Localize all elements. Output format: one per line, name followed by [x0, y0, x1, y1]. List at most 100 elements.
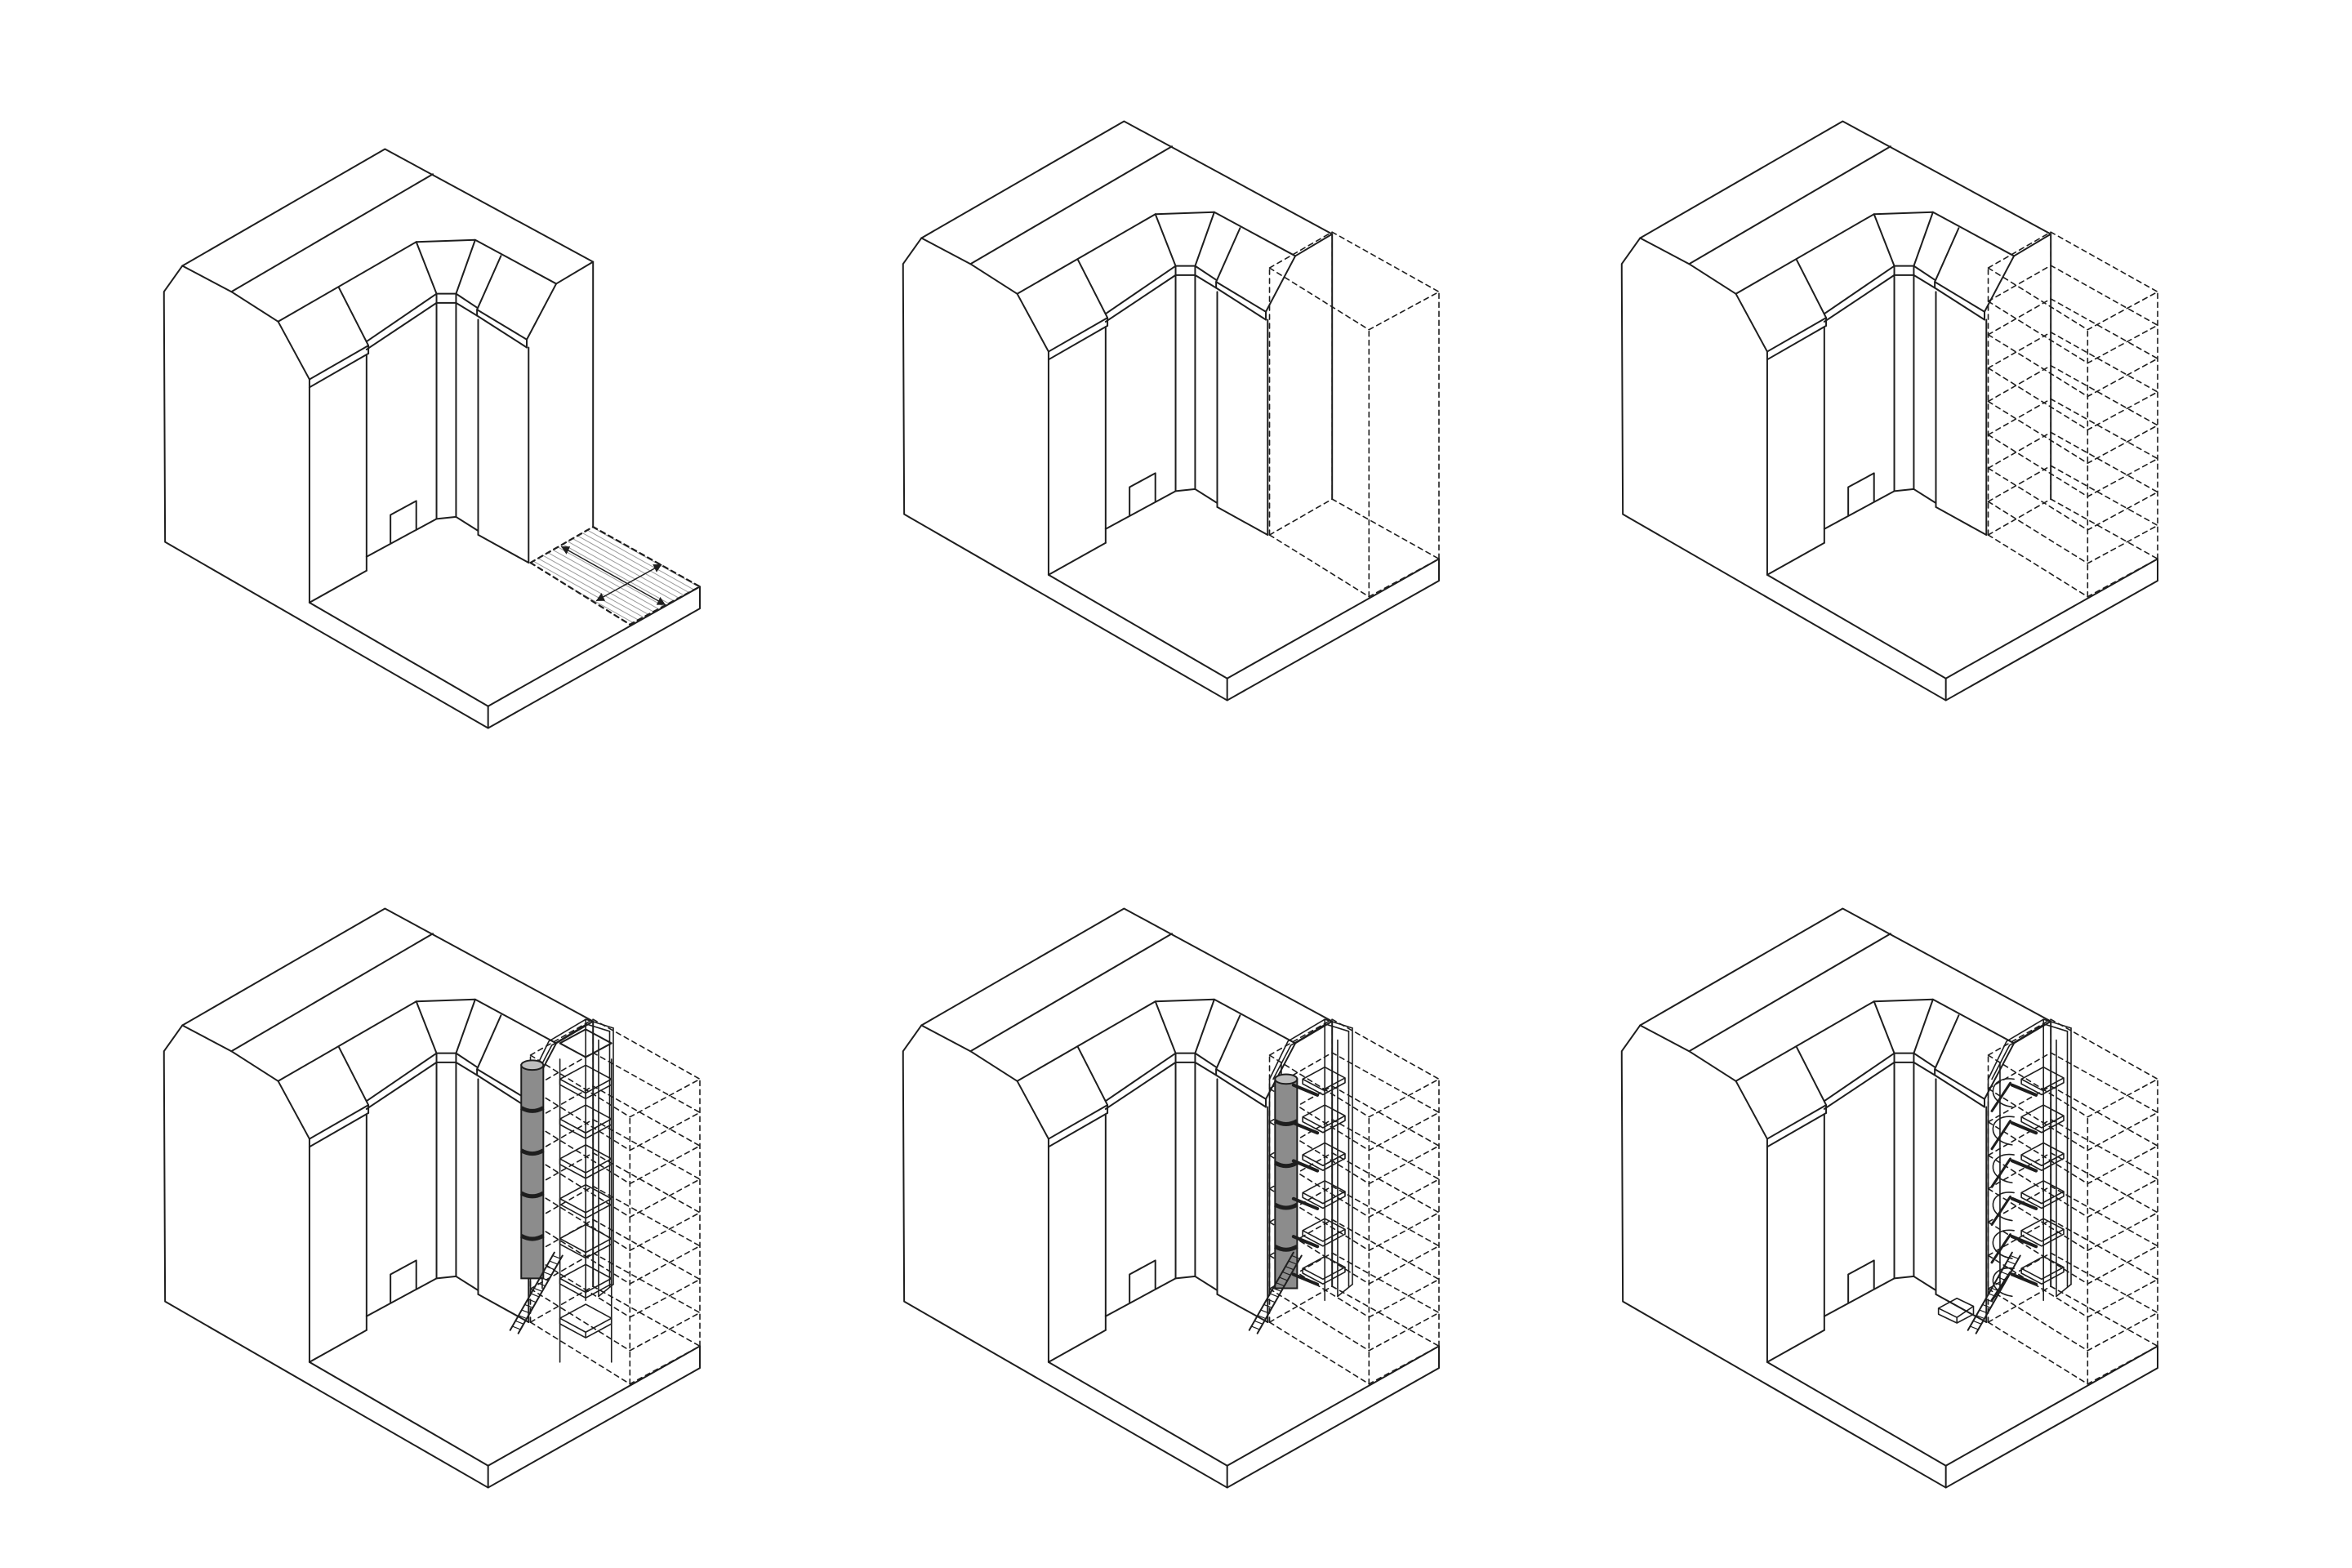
stair-tread	[2001, 1272, 2009, 1275]
stair-tread	[528, 1299, 536, 1303]
door-opening	[1129, 1260, 1156, 1302]
panel-4	[164, 908, 700, 1487]
stair-tread	[1995, 1283, 2003, 1286]
landing-stair-treads	[1294, 1160, 1317, 1170]
stair-tread	[537, 1283, 546, 1286]
landing-slab	[1303, 1218, 1345, 1246]
building-edge	[921, 1025, 1017, 1080]
building-edge	[1984, 1022, 2051, 1107]
building-edge	[1216, 1075, 1266, 1107]
door-opening	[390, 1260, 416, 1302]
shaft-frame-edge	[1338, 1285, 1352, 1297]
shaft-frame-edge	[1273, 1024, 1348, 1079]
floor-level	[531, 1086, 700, 1184]
building-edge	[310, 571, 367, 603]
building-edge	[903, 1025, 1439, 1487]
vertical-shaft	[531, 1019, 613, 1300]
landing-stair-treads	[1294, 1199, 1317, 1209]
stair-flight	[1992, 1121, 2011, 1149]
building-edge	[1049, 543, 1106, 575]
floor-level	[1270, 1187, 1439, 1285]
building-edge	[1767, 1105, 1826, 1138]
building-edge	[1689, 933, 1891, 1051]
lift-cylinder	[521, 1060, 543, 1278]
stair-tread	[1976, 1316, 1984, 1319]
building-edge	[164, 1025, 700, 1487]
spiral-turn	[1993, 1192, 2014, 1221]
building-edge	[1767, 1113, 1826, 1147]
spiral-turn	[1993, 1155, 2014, 1183]
landing-stair-treads	[2012, 1236, 2036, 1246]
landing-slab	[1303, 1067, 1345, 1095]
stair-stringer	[510, 1253, 555, 1330]
building-edge	[477, 315, 527, 347]
landing-stair-treads	[2012, 1123, 2036, 1133]
building-edge	[1936, 1294, 1986, 1322]
stair-tread	[525, 1304, 533, 1307]
floor-level	[1270, 1219, 1439, 1317]
stair-tread	[553, 1255, 561, 1258]
building-edge	[1049, 1330, 1106, 1362]
building-edge	[1935, 1069, 1984, 1099]
building-edge	[1018, 212, 1296, 294]
building-edge	[1913, 212, 1932, 266]
stair-tread	[1258, 1316, 1266, 1319]
floor-step-block	[1939, 1298, 1974, 1323]
cylinder-band	[1275, 1121, 1297, 1125]
entry-stair	[510, 1253, 563, 1334]
building-edge	[921, 121, 1332, 499]
floor-level	[1989, 366, 2158, 464]
dimension-arrow	[596, 564, 662, 600]
building-edge	[278, 1000, 557, 1081]
volume-base	[1989, 1286, 2158, 1384]
building-edge	[182, 149, 593, 527]
cylinder-cap	[1275, 1075, 1297, 1085]
cylinder-band	[1275, 1205, 1297, 1208]
terrace-outline	[531, 527, 700, 625]
stair-tread	[1989, 1294, 1997, 1297]
stair-tread	[1992, 1288, 2000, 1291]
floor-level	[1270, 1053, 1439, 1151]
stair-tread	[1289, 1261, 1297, 1264]
cylinder-cap	[521, 1060, 543, 1070]
building-edge	[1913, 1000, 1932, 1054]
stair-tread	[546, 1267, 555, 1270]
stair-tread	[2011, 1255, 2019, 1258]
building-edge	[1106, 1276, 1218, 1316]
building-edge	[1049, 1113, 1107, 1147]
stair-tread	[1285, 1267, 1294, 1270]
stair-tread	[1254, 1321, 1263, 1324]
new-volume-outline	[1270, 232, 1439, 597]
building-edge	[1217, 1294, 1267, 1322]
building-edge	[1824, 1054, 1935, 1102]
landing-stair-treads	[1294, 1123, 1317, 1133]
stair-tread	[522, 1310, 530, 1313]
cylinder-body	[521, 1065, 543, 1278]
building-edge	[1935, 282, 1984, 312]
building-edge	[182, 908, 593, 1286]
cylinder-band	[521, 1107, 543, 1111]
floor-level	[1989, 432, 2158, 530]
building-edge	[1049, 326, 1107, 359]
cylinder-body	[1275, 1079, 1297, 1288]
building-edge	[416, 1001, 437, 1053]
floor-level	[1989, 1253, 2158, 1351]
stair-tread	[1273, 1288, 1281, 1291]
building-edge	[1824, 489, 1936, 529]
roof-opening	[560, 1029, 612, 1057]
building-shell	[1622, 908, 2158, 1487]
stair-tread	[2004, 1267, 2012, 1270]
stair-flight	[1992, 1083, 2011, 1111]
building-shell	[903, 908, 1439, 1487]
volume-top	[1989, 1019, 2158, 1117]
stair-flight	[1992, 1196, 2011, 1224]
building-edge	[310, 1105, 368, 1138]
building-edge	[478, 535, 528, 563]
building-edge	[310, 345, 368, 379]
stair-tread	[1276, 1283, 1285, 1286]
stair-tread	[2007, 1261, 2016, 1264]
building-edge	[1156, 1001, 1176, 1053]
floor-level	[1989, 1053, 2158, 1151]
stair-landings	[1294, 1067, 1345, 1285]
